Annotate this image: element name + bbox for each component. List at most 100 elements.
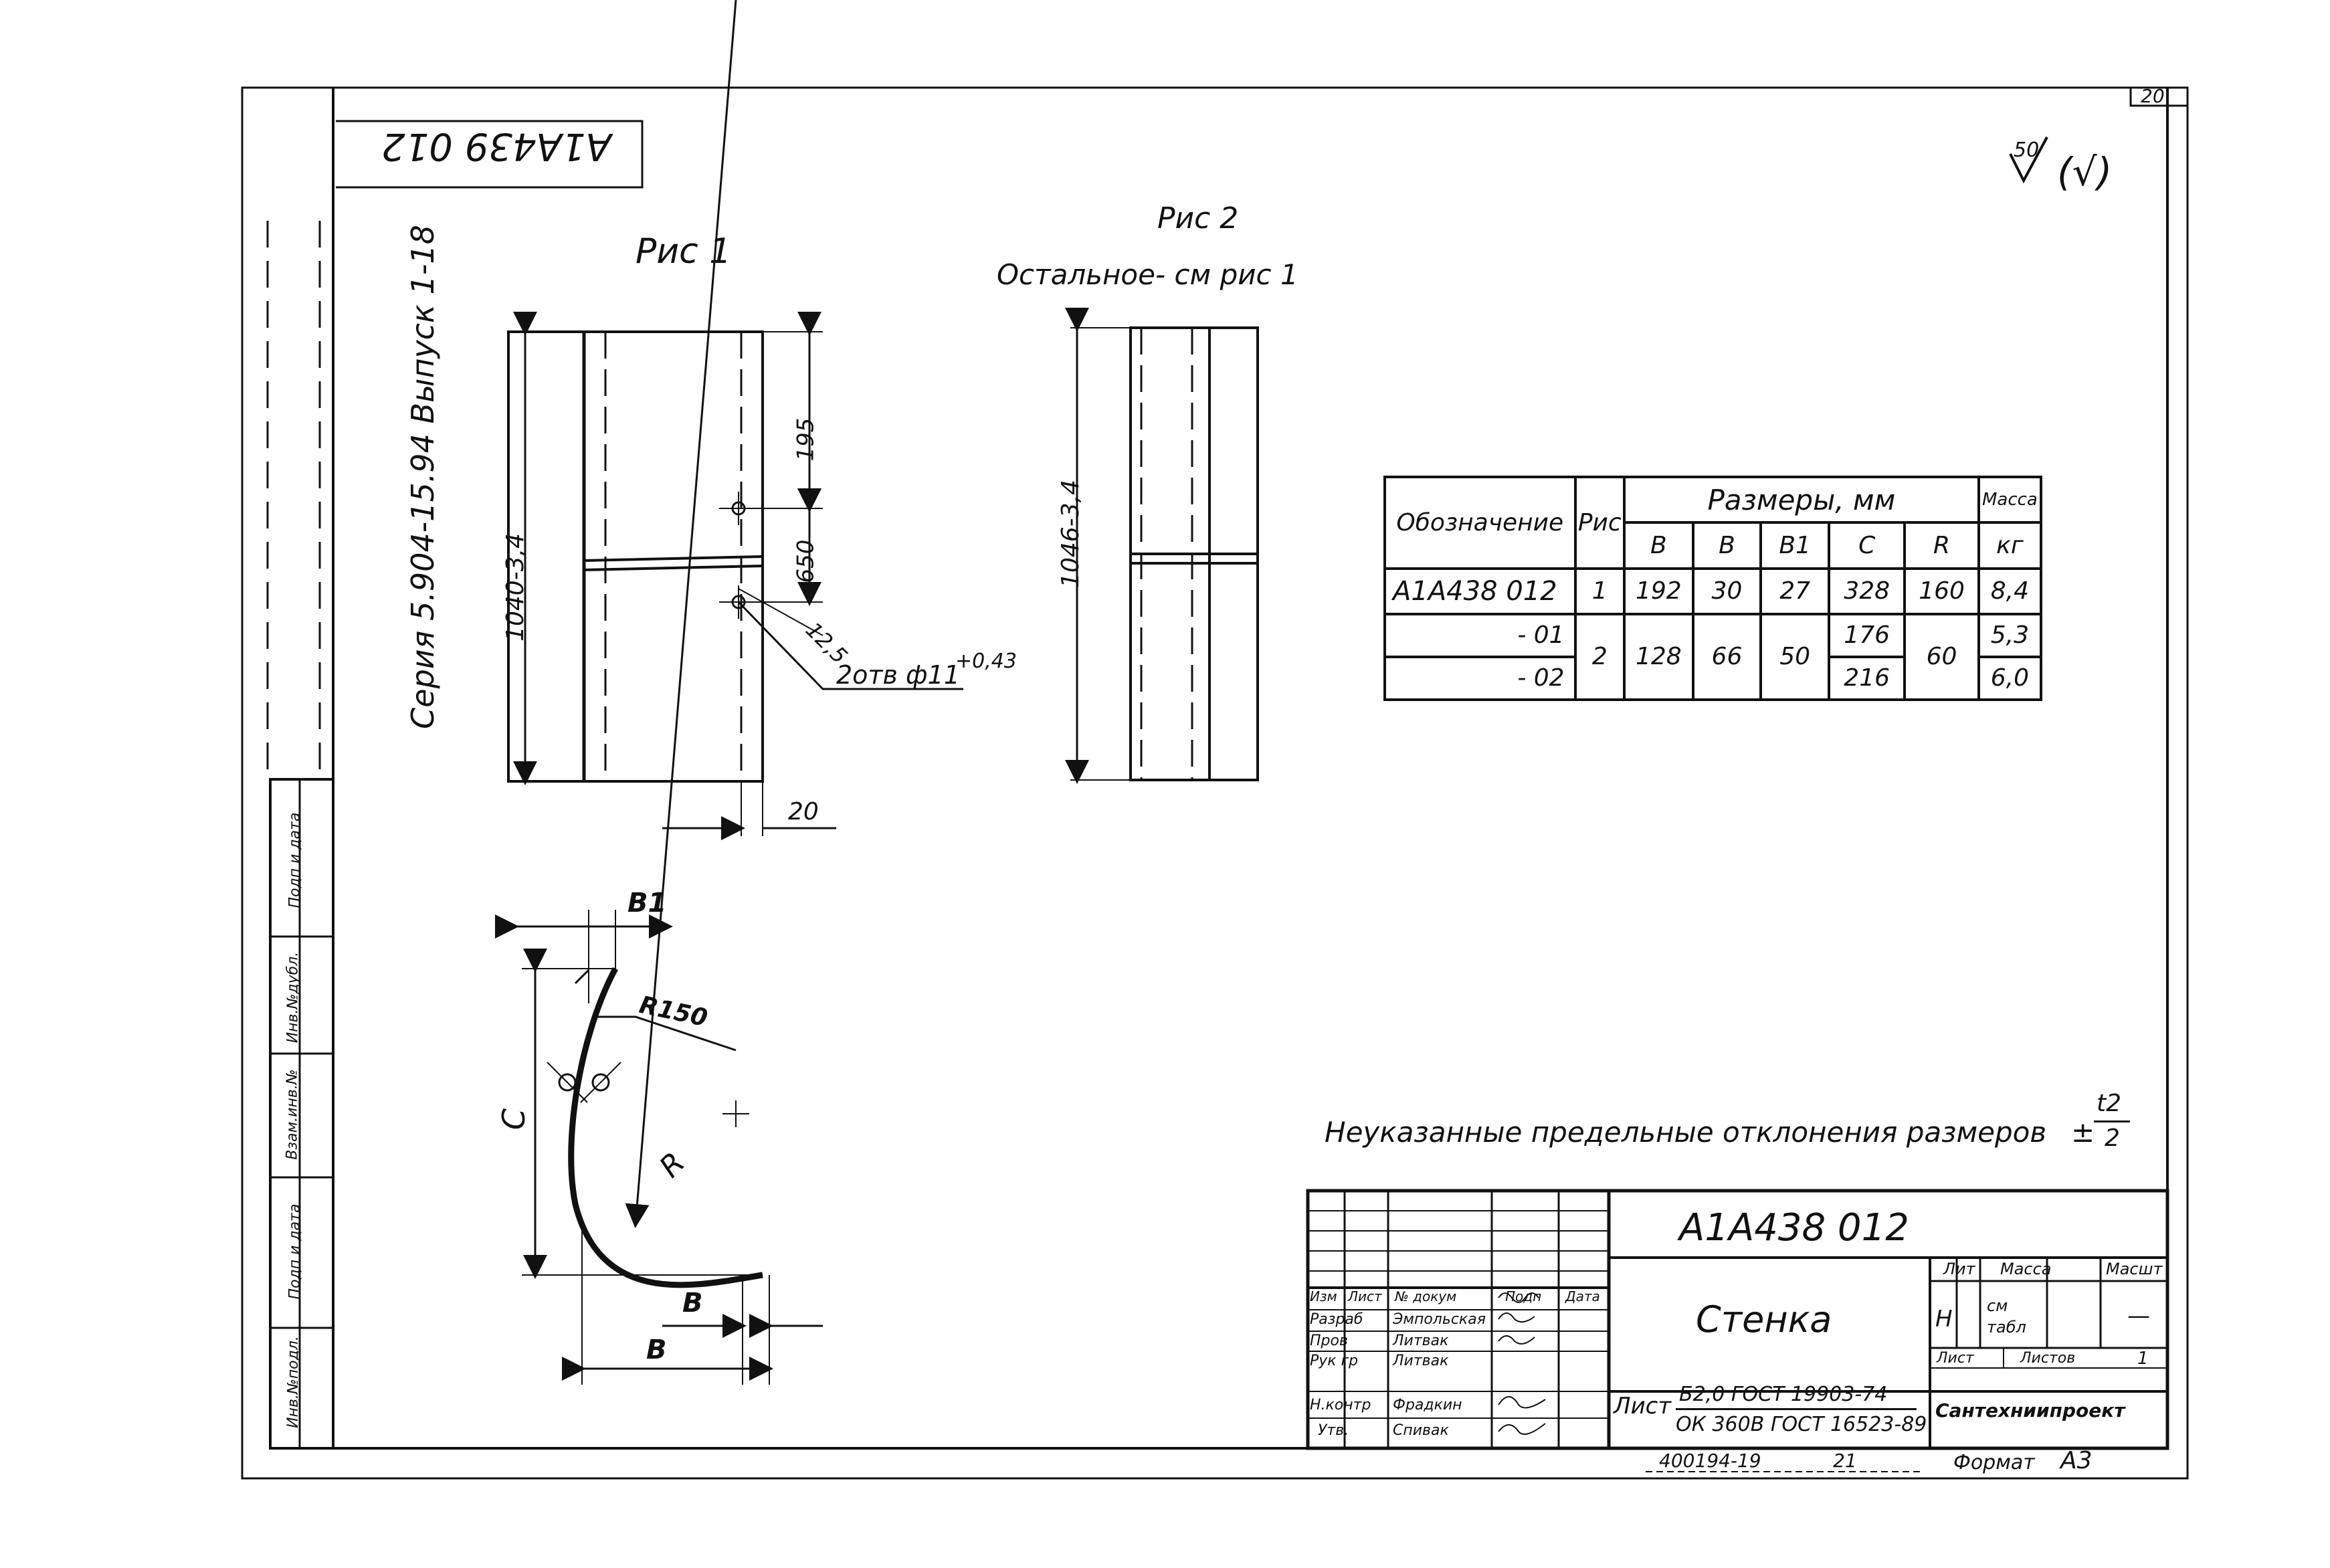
order-suffix: 21 — [1833, 1450, 1857, 1472]
signer-name-nkontr: Фрадкин — [1393, 1397, 1462, 1413]
tolerance-fraction-bar — [2094, 1120, 2130, 1122]
side-stamp-podp-data-2: Подп и дата — [286, 812, 304, 908]
table-row: - 02 216 6,0 — [1383, 655, 2043, 702]
header-designation: Обозначение — [1383, 476, 1577, 570]
side-stamp-vzam-inv: Взам.инв.№ — [284, 1069, 301, 1160]
subheader-b1: В — [1622, 521, 1694, 570]
fig1-length-dim: 1040-3,4 — [501, 533, 529, 642]
signer-name-rukgr: Литвак — [1393, 1353, 1449, 1369]
header-fig: Рис — [1573, 476, 1626, 570]
tolerance-pm: ± — [2071, 1116, 2095, 1149]
row1-b2: 66 — [1691, 612, 1763, 702]
fig1-dim-650: 650 — [792, 539, 819, 583]
mass-value-2: табл — [1987, 1318, 2026, 1337]
row1-fig: 2 — [1573, 612, 1626, 702]
outer-frame — [241, 86, 2189, 1480]
row1-r: 60 — [1903, 612, 1980, 702]
fig1-hole-tolerance: +0,43 — [955, 650, 1017, 673]
tolerance-note: Неуказанные предельные отклонения размер… — [1325, 1116, 2047, 1149]
fig1-title: Рис 1 — [636, 231, 732, 272]
material-line-2: ОК 360В ГОСТ 16523-89 — [1676, 1413, 1927, 1436]
format-value: А3 — [2060, 1447, 2093, 1474]
row0-mass: 8,4 — [1977, 567, 2043, 615]
row1-mass: 5,3 — [1977, 612, 2043, 658]
material-fraction-bar — [1676, 1408, 1917, 1410]
row0-b2: 30 — [1691, 567, 1763, 615]
page-number: 20 — [2141, 85, 2165, 107]
part-name: Стенка — [1696, 1298, 1832, 1341]
fig2-title: Рис 2 — [1157, 201, 1239, 235]
signer-name-utv: Спивак — [1393, 1422, 1449, 1439]
mass-value-1: см — [1987, 1296, 2008, 1315]
signer-name-prov: Литвак — [1393, 1333, 1449, 1349]
subheader-c: С — [1828, 521, 1907, 570]
title-block-frame — [1306, 1189, 2169, 1450]
signer-role-prov: Пров — [1310, 1333, 1348, 1349]
row1-b3: 50 — [1759, 612, 1831, 702]
col-header-izm: Изм — [1310, 1288, 1337, 1304]
row0-r: 160 — [1903, 567, 1980, 615]
col-header-doc: № докум — [1395, 1288, 1457, 1304]
fig1-dim-195: 195 — [792, 417, 819, 462]
row2-mass: 6,0 — [1977, 655, 2043, 702]
lit-label: Лит — [1943, 1260, 1975, 1278]
mass-unit: кг — [1977, 521, 2043, 570]
side-stamp-inv-dubl: Инв.№дубл. — [284, 951, 302, 1044]
material-label: Лист — [1614, 1393, 1672, 1419]
company-name: Сантехниипроект — [1935, 1399, 2125, 1422]
row1-c: 176 — [1828, 612, 1907, 658]
section-b-small-label: В — [682, 1288, 703, 1318]
row0-designation: А1А438 012 — [1383, 567, 1577, 615]
section-profile — [568, 967, 763, 1288]
col-header-data: Дата — [1565, 1288, 1600, 1304]
header-sizes: Размеры, мм — [1622, 475, 1980, 524]
fig2-length-dim: 1046-3,4 — [1056, 480, 1084, 588]
subheader-b2: В — [1691, 521, 1763, 570]
signer-role-razrab: Разраб — [1310, 1311, 1363, 1328]
roughness-suffix: (√) — [2057, 149, 2113, 195]
row0-fig: 1 — [1573, 567, 1626, 615]
fig1-hole-note: 2отв ф11 — [836, 660, 960, 690]
sheets-value: 1 — [2137, 1349, 2149, 1369]
roughness-check-icon — [2009, 136, 2048, 184]
row2-c: 216 — [1828, 655, 1907, 702]
subheader-b3: В1 — [1759, 521, 1831, 570]
format-label: Формат — [1953, 1451, 2035, 1474]
material-line-1: Б2,0 ГОСТ 19903-74 — [1679, 1383, 1888, 1406]
page-number-box — [2129, 88, 2188, 107]
row1-designation: - 01 — [1383, 612, 1577, 658]
tolerance-denominator: 2 — [2105, 1124, 2120, 1152]
row2-designation: - 02 — [1383, 655, 1577, 702]
order-number: 400194-19 — [1659, 1450, 1761, 1472]
designation-box — [336, 120, 644, 189]
fig2-subtitle: Остальное- см рис 1 — [997, 258, 1298, 291]
roughness-value: 50 — [2014, 138, 2040, 162]
fig1-dim-20: 20 — [788, 798, 819, 825]
scale-value: — — [2127, 1302, 2150, 1329]
section-b-big-label: В — [646, 1335, 667, 1365]
section-c-label: С — [496, 1108, 532, 1131]
side-stamp-podp-data-1: Подп и дата — [286, 1203, 304, 1300]
row0-b1: 192 — [1622, 567, 1694, 615]
sheets-label: Листов — [2020, 1350, 2076, 1367]
row0-c: 328 — [1828, 567, 1907, 615]
row0-b3: 27 — [1759, 567, 1831, 615]
designation-rotated: A1A439 012 — [381, 124, 611, 168]
sheet-label: Лист — [1937, 1350, 1974, 1367]
col-header-list: Лист — [1348, 1288, 1382, 1304]
signer-name-razrab: Эмпольская — [1393, 1311, 1486, 1328]
series-label: Серия 5.904-15.94 Выпуск 1-18 — [404, 225, 441, 729]
row1-b1: 128 — [1622, 612, 1694, 702]
scale-label: Масшт — [2106, 1260, 2163, 1278]
table-row: - 01 2 128 66 50 176 60 5,3 — [1383, 612, 2043, 702]
tolerance-numerator: t2 — [2097, 1090, 2122, 1117]
header-mass: Масса — [1977, 475, 2043, 524]
inner-frame — [332, 88, 2169, 1450]
subheader-r: R — [1903, 521, 1980, 570]
signer-role-utv: Утв. — [1318, 1422, 1349, 1439]
side-stamp-inv-podl: Инв.№подл. — [284, 1336, 302, 1428]
doc-number: А1А438 012 — [1679, 1206, 1909, 1250]
col-header-podp: Подп — [1505, 1288, 1542, 1304]
table-row: А1А438 012 1 192 30 27 328 160 8,4 — [1383, 567, 2043, 615]
